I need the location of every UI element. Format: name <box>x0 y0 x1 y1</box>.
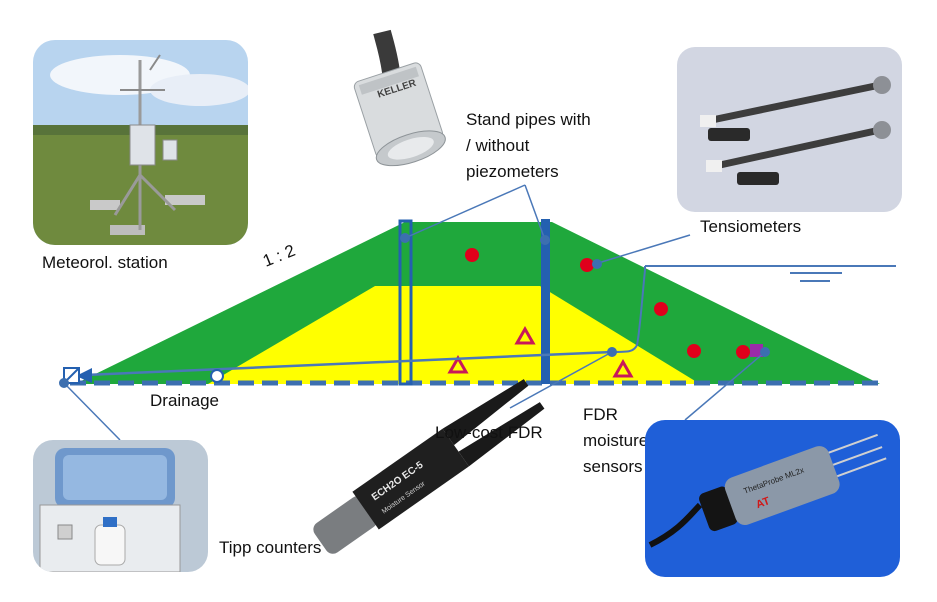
triangle-marker <box>514 325 536 345</box>
sensor-point <box>654 302 668 316</box>
drainage-label: Drainage <box>150 391 219 410</box>
triangle-marker <box>612 358 634 378</box>
meteo-station-photo <box>33 40 248 245</box>
dam-core <box>208 286 700 384</box>
fdr-label-line3: sensors <box>583 457 643 476</box>
drain-arrow-head <box>76 368 92 383</box>
callout-point <box>400 233 410 243</box>
tipp-counters-label: Tipp counters <box>219 538 321 557</box>
keller-sensor-photo: KELLER <box>353 29 446 167</box>
water-level-icon <box>645 265 896 282</box>
callout-lines <box>63 184 766 441</box>
standpipes-label-line2: / without <box>466 136 530 155</box>
theta-at-text: AT <box>754 495 771 511</box>
echo-sensor-photo: ECH2O EC-5 Moisture Sensor <box>313 379 545 554</box>
sensor-point <box>580 258 594 272</box>
fdr-label-line2: moisture <box>583 431 648 450</box>
callout-point <box>592 259 602 269</box>
triangle-marker <box>447 354 469 374</box>
slope-label: 1 : 2 <box>260 241 298 271</box>
meteo-station-label: Meteorol. station <box>42 253 168 272</box>
standpipe-filled <box>541 219 550 384</box>
low-cost-fdr-label: Low-cost FDR <box>435 423 543 442</box>
tensiometers-photo <box>677 47 902 212</box>
triangle-markers <box>447 325 634 378</box>
standpipe-open <box>398 219 413 386</box>
sensor-point <box>736 345 750 359</box>
standpipes-label-line3: piezometers <box>466 162 559 181</box>
standpipes-label-line1: Stand pipes with <box>466 110 591 129</box>
tensiometers-label: Tensiometers <box>700 217 801 236</box>
tipp-counter-photo <box>33 440 208 572</box>
sensor-point <box>465 248 479 262</box>
callout-point <box>607 347 617 357</box>
fdr-box-marker <box>750 344 763 357</box>
callout-point <box>59 378 69 388</box>
drain-pipe <box>84 350 613 377</box>
moisture-points <box>465 248 750 359</box>
fdr-label-line1: FDR <box>583 405 618 424</box>
callout-point <box>540 235 550 245</box>
circle-node-icon <box>210 369 224 383</box>
theta-probe-photo: ThetaProbe ML2x AT <box>645 420 900 577</box>
seepage-line <box>611 266 646 353</box>
callout-point <box>760 347 770 357</box>
sensor-point <box>687 344 701 358</box>
